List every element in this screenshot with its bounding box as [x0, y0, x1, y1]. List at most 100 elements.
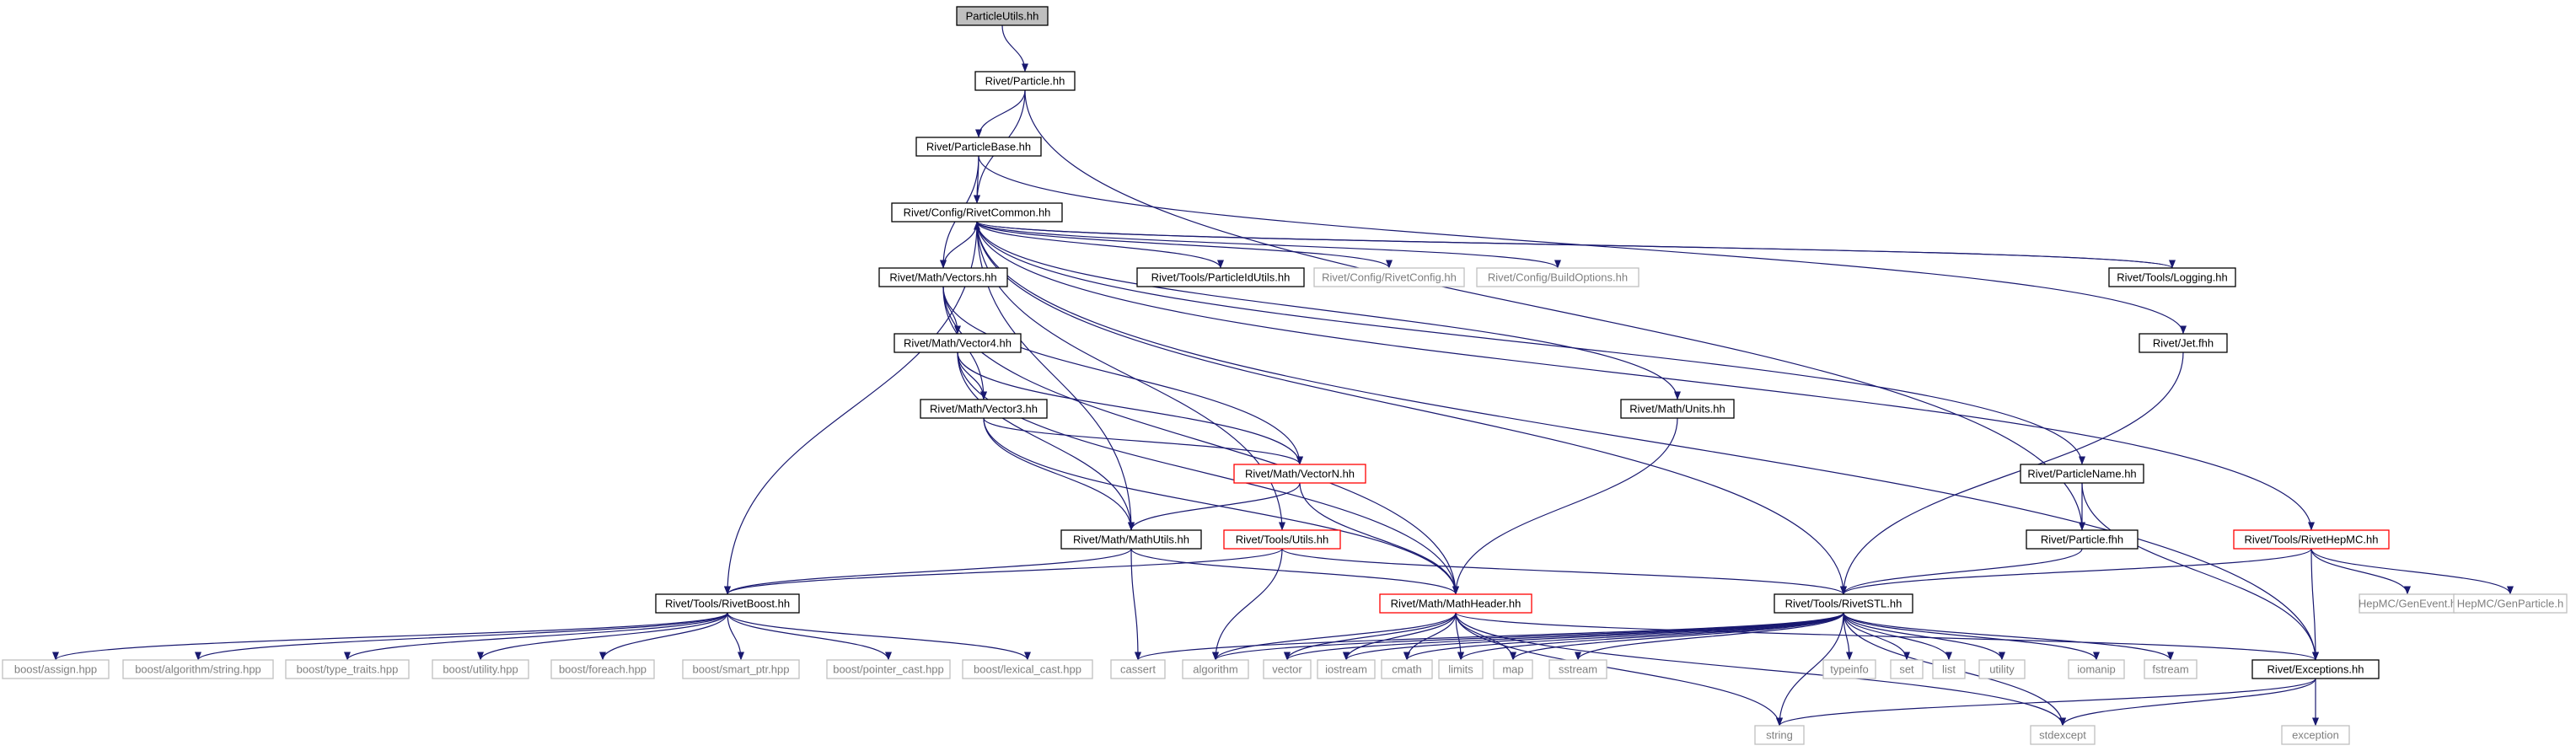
edge-particle-to-particlefhh	[1024, 89, 2085, 531]
node-box	[1317, 659, 1376, 679]
node-rivethepmc[interactable]: Rivet/Tools/RivetHepMC.hh	[2233, 529, 2390, 550]
node-units[interactable]: Rivet/Math/Units.hh	[1620, 399, 1735, 419]
node-box	[2068, 659, 2125, 679]
node-iomanip: iomanip	[2068, 659, 2125, 679]
node-logging[interactable]: Rivet/Tools/Logging.hh	[2108, 267, 2236, 287]
node-label: Rivet/Tools/RivetSTL.hh	[1785, 598, 1902, 610]
edge-mathheader-to-exceptions	[1455, 612, 2319, 661]
node-string: string	[1754, 725, 1805, 745]
node-particleidutils[interactable]: Rivet/Tools/ParticleIdUtils.hh	[1136, 267, 1305, 287]
edge-rivetstl-to-fstream	[1843, 612, 2174, 661]
edge-vector4-to-vectorn	[957, 351, 1303, 465]
node-label: boost/utility.hpp	[443, 663, 518, 676]
node-iostream: iostream	[1317, 659, 1376, 679]
node-rivetstl[interactable]: Rivet/Tools/RivetSTL.hh	[1774, 593, 1913, 614]
node-label: exception	[2292, 729, 2339, 742]
edge-rivetboost-to-algstring	[195, 612, 728, 661]
edge-mathheader-to-string	[1455, 612, 1783, 727]
edge-mathheader-to-stdexcept	[1455, 612, 2066, 727]
node-box	[1233, 464, 1366, 484]
edge-mathheader-to-vector	[1284, 612, 1457, 661]
node-label: Rivet/Tools/RivetHepMC.hh	[2245, 534, 2379, 546]
node-assign: boost/assign.hpp	[2, 659, 110, 679]
node-box	[956, 6, 1049, 26]
node-smartptr: boost/smart_ptr.hpp	[682, 659, 800, 679]
node-label: Rivet/Math/Vectors.hh	[889, 271, 996, 284]
node-limits: limits	[1438, 659, 1484, 679]
node-label: boost/pointer_cast.hpp	[833, 663, 944, 676]
node-label: Rivet/Tools/Logging.hh	[2117, 271, 2228, 284]
edge-rivetstl-to-limits	[1457, 612, 1844, 661]
node-box	[2020, 464, 2144, 484]
node-box	[655, 593, 800, 614]
node-box	[1110, 659, 1166, 679]
node-box	[1223, 529, 1341, 550]
node-box	[1060, 529, 1202, 550]
node-mathheader[interactable]: Rivet/Math/MathHeader.hh	[1379, 593, 1532, 614]
node-box	[2251, 659, 2380, 679]
node-label: typeinfo	[1830, 663, 1869, 676]
edge-logging-to-rivetcommon	[974, 221, 2173, 269]
node-rivetcommon[interactable]: Rivet/Config/RivetCommon.hh	[891, 202, 1063, 223]
node-particlename[interactable]: Rivet/ParticleName.hh	[2020, 464, 2144, 484]
edge-rivetcommon-to-units	[976, 221, 1681, 400]
node-label: Rivet/Math/MathHeader.hh	[1391, 598, 1521, 610]
edge-rivetboost-to-utilityhpp	[477, 612, 728, 661]
node-mathutils[interactable]: Rivet/Math/MathUtils.hh	[1060, 529, 1202, 550]
node-particlebase[interactable]: Rivet/ParticleBase.hh	[915, 137, 1042, 157]
node-vectorn[interactable]: Rivet/Math/VectorN.hh	[1233, 464, 1366, 484]
edge-rivetboost-to-lexicalcast	[727, 612, 1031, 661]
node-box	[285, 659, 410, 679]
edge-rivetcommon-to-buildoptions	[976, 221, 1561, 269]
node-label: list	[1942, 663, 1956, 676]
edge-rivetboost-to-foreach	[599, 612, 728, 661]
edge-rivetcommon-to-vectors	[940, 221, 978, 269]
edge-rivetboost-to-pointercast	[727, 612, 892, 661]
node-label: limits	[1448, 663, 1473, 676]
node-box	[1932, 659, 1966, 679]
edge-units-to-mathheader	[1452, 417, 1678, 595]
node-box	[1263, 659, 1312, 679]
node-exceptions[interactable]: Rivet/Exceptions.hh	[2251, 659, 2380, 679]
node-label: HepMC/GenParticle.h	[2457, 598, 2563, 610]
node-vector3[interactable]: Rivet/Math/Vector3.hh	[920, 399, 1048, 419]
node-root[interactable]: ParticleUtils.hh	[956, 6, 1049, 26]
node-jetfhh[interactable]: Rivet/Jet.fhh	[2139, 333, 2228, 353]
node-foreach: boost/foreach.hpp	[550, 659, 655, 679]
node-label: HepMC/GenEvent.h	[2359, 598, 2456, 610]
node-rivetconfig: Rivet/Config/RivetConfig.hh	[1313, 267, 1465, 287]
node-box	[915, 137, 1042, 157]
node-vectors[interactable]: Rivet/Math/Vectors.hh	[878, 267, 1008, 287]
node-vector4[interactable]: Rivet/Math/Vector4.hh	[894, 333, 1022, 353]
node-label: vector	[1272, 663, 1302, 676]
node-particle[interactable]: Rivet/Particle.hh	[974, 71, 1076, 91]
edge-rivetcommon-to-particlename	[976, 221, 2085, 465]
edge-layer	[52, 24, 2514, 727]
node-label: Rivet/Config/RivetConfig.hh	[1322, 271, 1457, 284]
node-box	[122, 659, 274, 679]
node-label: Rivet/Config/RivetCommon.hh	[904, 207, 1051, 219]
node-exception: exception	[2281, 725, 2350, 745]
node-toolsutils[interactable]: Rivet/Tools/Utils.hh	[1223, 529, 1341, 550]
edge-vector4-to-mathutils	[957, 351, 1135, 531]
node-box	[1774, 593, 1913, 614]
node-particlefhh[interactable]: Rivet/Particle.fhh	[2026, 529, 2139, 550]
node-rivetboost[interactable]: Rivet/Tools/RivetBoost.hh	[655, 593, 800, 614]
node-label: boost/smart_ptr.hpp	[693, 663, 790, 676]
node-sstream: sstream	[1548, 659, 1607, 679]
edge-vector4-to-mathheader	[957, 351, 1459, 595]
node-box	[1379, 593, 1532, 614]
edge-exceptions-to-string	[1776, 678, 2316, 727]
edge-rivetstl-to-list	[1843, 612, 1952, 661]
edge-rivethepmc-to-genevent	[2310, 548, 2411, 595]
node-label: boost/algorithm/string.hpp	[135, 663, 261, 676]
node-box	[1890, 659, 1924, 679]
edge-jetfhh-to-rivetstl	[1840, 351, 2184, 595]
edge-rivetstl-to-iomanip	[1843, 612, 2100, 661]
node-box	[962, 659, 1093, 679]
node-label: Rivet/Tools/ParticleIdUtils.hh	[1151, 271, 1291, 284]
node-label: ParticleUtils.hh	[966, 10, 1039, 23]
node-label: boost/type_traits.hpp	[297, 663, 399, 676]
node-box	[826, 659, 951, 679]
node-algstring: boost/algorithm/string.hpp	[122, 659, 274, 679]
